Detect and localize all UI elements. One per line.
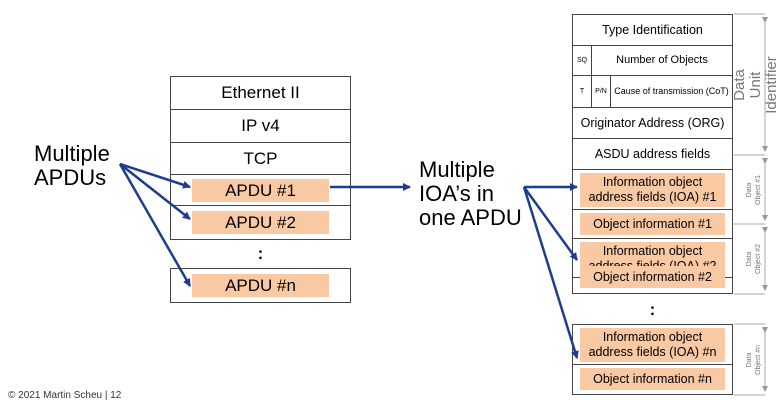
info-label: Object information #n bbox=[593, 371, 712, 386]
arrow-to-apdu1 bbox=[119, 162, 191, 189]
ioa-box-n: Information object address fields (IOA) … bbox=[580, 328, 725, 362]
asdu-address-row: ASDU address fields bbox=[573, 139, 732, 170]
label-line: IOA’s in bbox=[419, 181, 494, 206]
label-line: one APDU bbox=[419, 205, 522, 230]
apdu-label: APDU #1 bbox=[225, 180, 296, 200]
asdu-ellipsis: : bbox=[572, 300, 733, 320]
ellipsis-text: : bbox=[649, 300, 656, 319]
stack-ellipsis: : bbox=[170, 244, 351, 264]
apdu-label: APDU #2 bbox=[225, 212, 296, 232]
label-line: Multiple bbox=[34, 141, 110, 166]
stack-row-apdu1: APDU #1 bbox=[171, 175, 350, 206]
info-row-n: Object information #n bbox=[573, 365, 732, 394]
number-of-objects-row: SQ Number of Objects bbox=[573, 46, 732, 76]
org-label: Originator Address (ORG) bbox=[580, 115, 725, 130]
ioa-row-n: Information object address fields (IOA) … bbox=[573, 325, 732, 365]
stack-row-label: TCP bbox=[243, 148, 278, 168]
info-row-1: Object information #1 bbox=[573, 210, 732, 239]
ioa-row-1: Information object address fields (IOA) … bbox=[573, 170, 732, 210]
ellipsis-text: : bbox=[257, 244, 264, 263]
info-label: Object information #1 bbox=[593, 216, 712, 231]
cot-label: Cause of transmission (CoT) bbox=[614, 86, 729, 96]
org-row: Originator Address (ORG) bbox=[573, 108, 732, 139]
info-box-1: Object information #1 bbox=[580, 213, 725, 235]
apdu-box-n: APDU #n bbox=[192, 274, 329, 297]
t-cell: T bbox=[573, 76, 592, 107]
label-line: APDUs bbox=[34, 165, 107, 190]
apdu-box-1: APDU #1 bbox=[192, 179, 329, 202]
asdu-structure: Type Identification SQ Number of Objects… bbox=[572, 14, 733, 294]
cot-cell: Cause of transmission (CoT) bbox=[611, 76, 732, 107]
stack-row-ethernet: Ethernet II bbox=[171, 77, 350, 110]
pn-label: P/N bbox=[595, 88, 607, 95]
cot-row: T P/N Cause of transmission (CoT) bbox=[573, 76, 732, 108]
object-n-block: Information object address fields (IOA) … bbox=[572, 324, 733, 395]
stack-row-apdun: APDU #n bbox=[170, 268, 351, 303]
arrow-to-ioan bbox=[522, 186, 579, 359]
stack-row-label: Ethernet II bbox=[221, 83, 300, 102]
info-label: Object information #2 bbox=[593, 269, 712, 284]
ioa-box-1: Information object address fields (IOA) … bbox=[580, 173, 725, 207]
number-of-objects-cell: Number of Objects bbox=[592, 46, 732, 75]
label-line: Multiple bbox=[419, 157, 495, 182]
number-of-objects-label: Number of Objects bbox=[616, 54, 708, 66]
protocol-stack: Ethernet II IP v4 TCP APDU #1 APDU #2 bbox=[170, 76, 351, 240]
info-row-2: Object information #2 bbox=[572, 262, 733, 294]
info-box-2: Object information #2 bbox=[580, 266, 725, 288]
pn-cell: P/N bbox=[592, 76, 611, 107]
stack-row-ip: IP v4 bbox=[171, 110, 350, 143]
asdu-address-label: ASDU address fields bbox=[594, 146, 711, 161]
footer-copyright: © 2021 Martin Scheu | 12 bbox=[8, 390, 122, 401]
arrow-to-ioa2 bbox=[522, 186, 579, 261]
stack-row-tcp: TCP bbox=[171, 143, 350, 175]
sq-cell: SQ bbox=[573, 46, 592, 75]
info-box-n: Object information #n bbox=[580, 368, 725, 390]
sq-label: SQ bbox=[576, 57, 588, 64]
ioa-label: Information object address fields (IOA) … bbox=[588, 330, 717, 359]
type-identification-row: Type Identification bbox=[573, 15, 732, 46]
stack-row-apdu2: APDU #2 bbox=[171, 206, 350, 239]
stack-row-label: IP v4 bbox=[241, 116, 280, 135]
label-multiple-apdus: Multiple APDUs bbox=[34, 142, 154, 190]
arrow-to-apdu2 bbox=[119, 163, 191, 220]
ioa-label: Information object address fields (IOA) … bbox=[588, 175, 717, 204]
type-identification-label: Type Identification bbox=[602, 22, 703, 37]
label-multiple-ioas: Multiple IOA’s in one APDU bbox=[419, 158, 539, 230]
apdu-label: APDU #n bbox=[225, 275, 296, 295]
t-label: T bbox=[579, 88, 585, 95]
arrow-to-apdun bbox=[118, 163, 192, 287]
apdu-box-2: APDU #2 bbox=[192, 211, 329, 234]
